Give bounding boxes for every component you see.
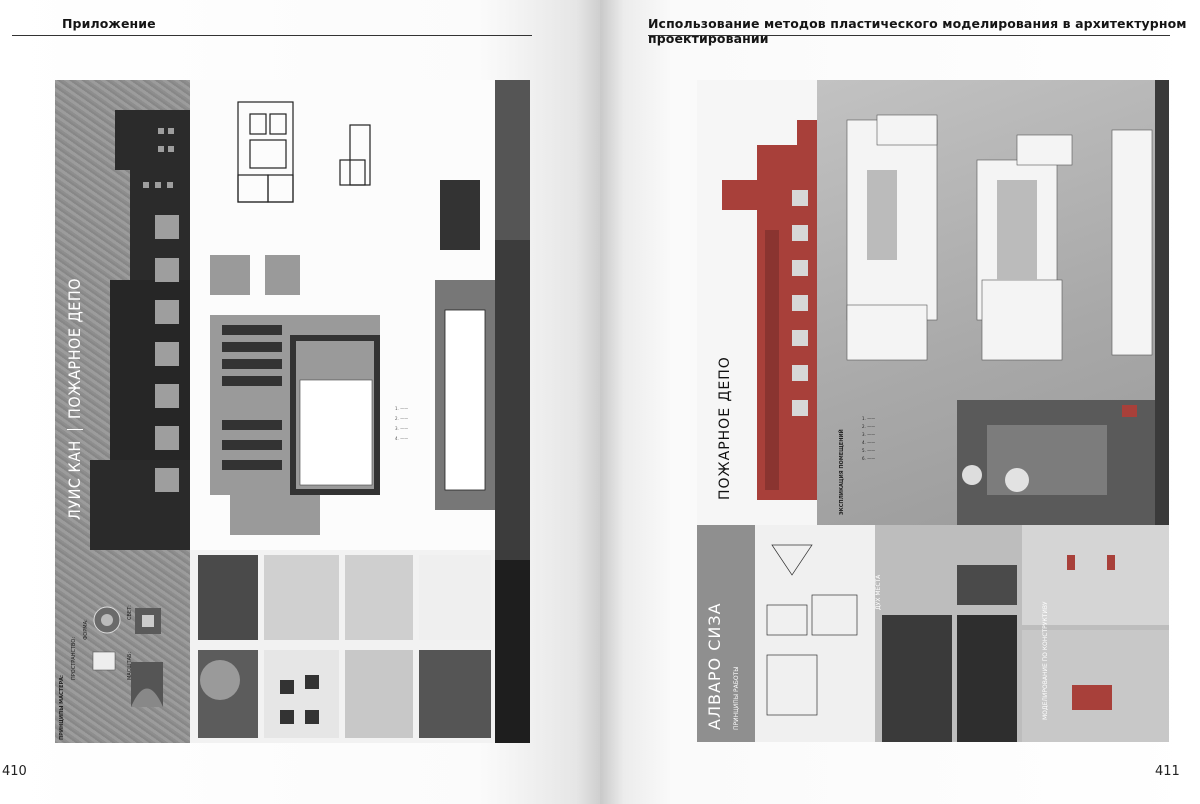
svg-text:1. ——: 1. —— [862,416,875,421]
svg-text:6. ——: 6. —— [862,456,875,461]
elevation-panel: ПОЖАРНОЕ ДЕПО [697,80,817,525]
vertical-photo-strip [495,80,530,560]
svg-text:2. ——: 2. —— [862,424,875,429]
photo-grid [190,550,495,743]
svg-text:5. ——: 5. —— [862,448,875,453]
svg-text:4. ——: 4. —— [862,440,875,445]
svg-text:1. ——: 1. —— [395,406,408,411]
plans-panel: 1. —— 2. —— 3. —— 4. —— [190,80,495,550]
explication-label: ЭКСПЛИКАЦИЯ ПОМЕЩЕНИЙ [839,429,845,515]
author-title-block: АЛВАРО СИЗА ПРИНЦИПЫ РАБОТЫ [697,525,755,742]
presentation-board-siza: ПОЖАРНОЕ ДЕПО [697,80,1169,742]
process-sketches-and-photos [755,525,1169,742]
building-plans: 1. —— 2. —— 3. —— 4. —— 5. —— 6. —— [846,114,1155,525]
presentation-board-kahn: ЛУИС КАН ПОЖАРНОЕ ДЕПО ПРИНЦИПЫ МАСТЕРА:… [55,80,530,743]
spirit-of-place-label: ДУХ МЕСТА [875,574,882,610]
header-rule-left [12,35,532,36]
floor-plans-drawing: 1. —— 2. —— 3. —— 4. —— [210,101,495,535]
running-head-right: Использование методов пластического моде… [648,16,1187,46]
plan-panel: 1. —— 2. —— 3. —— 4. —— 5. —— 6. —— ЭКСПЛИК… [817,80,1155,525]
photo-thumbnails [198,555,491,738]
board-title-right: ПОЖАРНОЕ ДЕПО [717,356,733,500]
svg-text:3. ——: 3. —— [395,426,408,431]
red-facade-elevation [722,120,817,500]
modeling-label: МОДЕЛИРОВАНИЕ ПО КОНСТРУКТИВУ [1042,601,1049,720]
photo-strip-right [495,80,530,743]
svg-text:4. ——: 4. —— [395,436,408,441]
running-head-left: Приложение [62,16,156,31]
author-name-right: АЛВАРО СИЗА [705,602,724,730]
principles-thumbnails [92,606,163,707]
dark-edge-strip [1155,80,1169,525]
page-number-left: 410 [2,764,27,779]
header-rule-right [648,35,1170,36]
left-page: Приложение 410 [0,0,600,804]
principles-heading-right: ПРИНЦИПЫ РАБОТЫ [733,666,740,730]
lower-panel [697,525,1169,742]
svg-text:3. ——: 3. —— [862,432,875,437]
svg-text:2. ——: 2. —— [395,416,408,421]
page-number-right: 411 [1155,764,1180,779]
facade-elevation [90,110,190,550]
